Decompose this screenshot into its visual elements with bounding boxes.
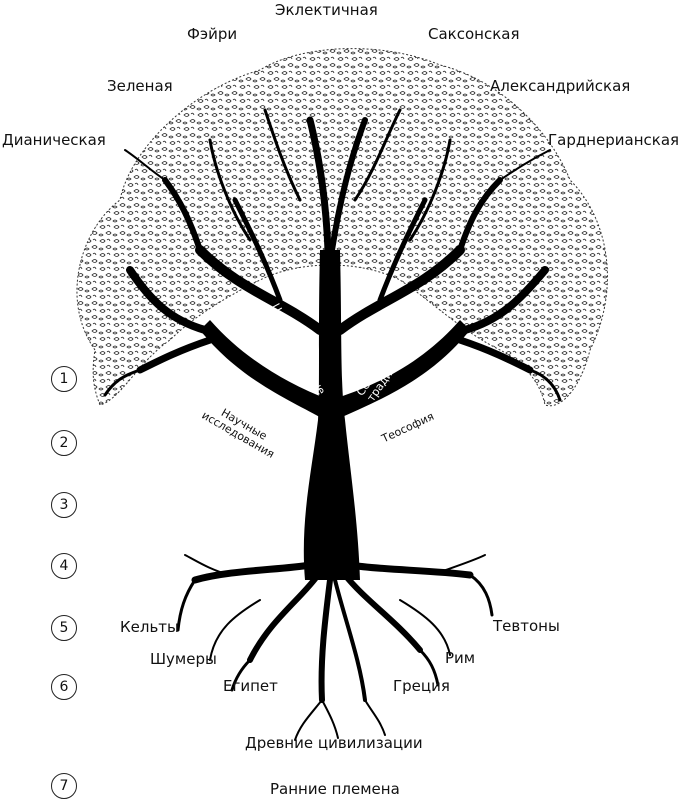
- root-label-teutons: Тевтоны: [493, 617, 560, 635]
- root-label-rome: Рим: [445, 649, 476, 667]
- root-label-greece: Греция: [393, 677, 450, 695]
- level-marker-6: 6: [51, 674, 77, 700]
- root-label-ancient: Древние цивилизации: [245, 734, 423, 752]
- root-label-celts: Кельты: [120, 618, 179, 636]
- branch-label-faery: Фэйри: [187, 25, 238, 43]
- trunk-and-branches: [103, 108, 562, 580]
- level-marker-7: 7: [51, 773, 77, 799]
- canopy-foliage: [76, 48, 608, 407]
- branch-label-gardnerian: Гарднерианская: [548, 131, 680, 149]
- branch-label-eclectic: Эклектичная: [275, 1, 378, 19]
- roots: [176, 554, 494, 741]
- branch-label-green: Зеленая: [107, 77, 173, 95]
- root-label-egypt: Египет: [223, 677, 278, 695]
- branch-label-saxon: Саксонская: [428, 25, 520, 43]
- branch-label-alexandrian: Александрийская: [490, 77, 631, 95]
- level-marker-3: 3: [51, 492, 77, 518]
- branch-label-dianic: Дианическая: [2, 131, 106, 149]
- level-marker-4: 4: [51, 553, 77, 579]
- level-marker-5: 5: [51, 615, 77, 641]
- level-marker-2: 2: [51, 430, 77, 456]
- root-label-sumerians: Шумеры: [150, 650, 217, 668]
- root-label-tribes: Ранние племена: [270, 780, 400, 798]
- level-marker-1: 1: [51, 366, 77, 392]
